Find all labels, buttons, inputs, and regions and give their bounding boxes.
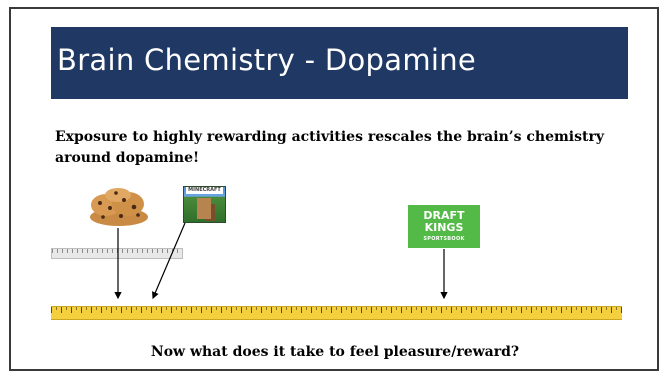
title-band: Brain Chemistry - Dopamine xyxy=(51,27,628,99)
minecraft-logo: MINECRAFT xyxy=(186,187,223,194)
minecraft-image: MINECRAFT xyxy=(183,186,226,223)
draftkings-logo: DRAFT KINGS SPORTSBOOK xyxy=(408,205,480,248)
minecraft-character xyxy=(197,198,211,219)
slide-question: Now what does it take to feel pleasure/r… xyxy=(150,344,520,360)
minecraft-arrow xyxy=(152,222,186,300)
slide-title: Brain Chemistry - Dopamine xyxy=(57,43,477,77)
long-ruler xyxy=(51,306,622,320)
draftkings-line1: DRAFT xyxy=(423,209,465,222)
draftkings-line3: SPORTSBOOK xyxy=(423,236,465,242)
cookies-image xyxy=(90,188,148,226)
slide-body-text: Exposure to highly rewarding activities … xyxy=(55,129,604,166)
small-ruler xyxy=(51,248,183,259)
draftkings-line2: KINGS xyxy=(424,221,464,234)
